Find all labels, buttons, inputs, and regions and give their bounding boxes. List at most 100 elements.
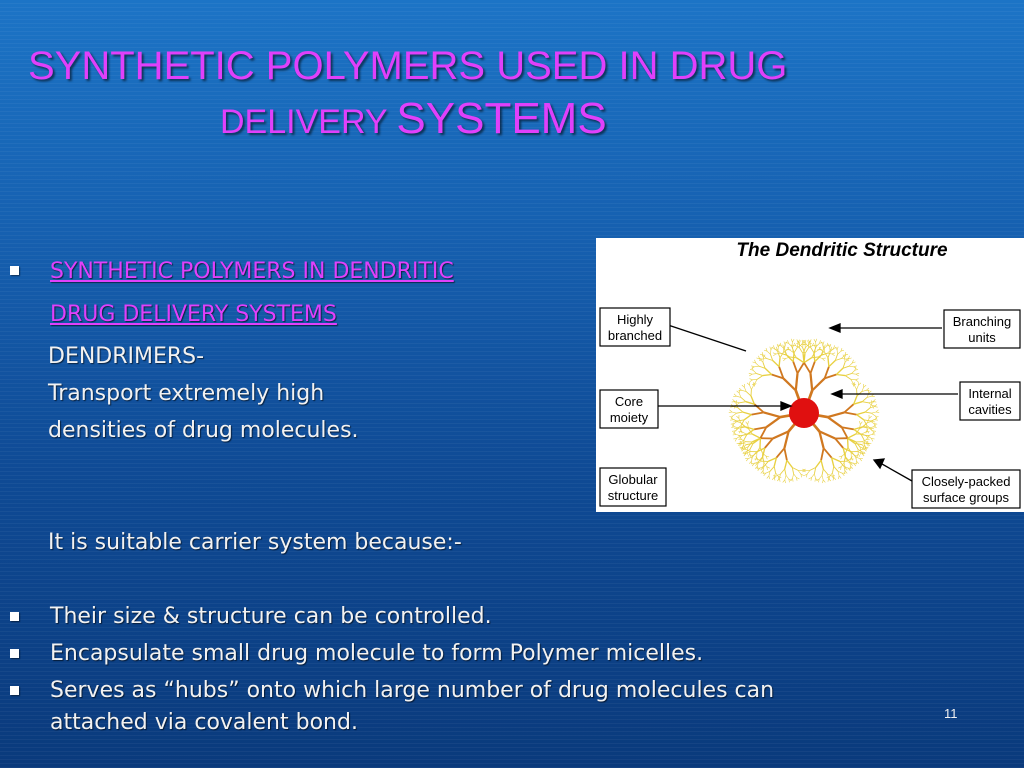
dendrimer-branch bbox=[790, 344, 793, 348]
figure-title: The Dendritic Structure bbox=[736, 240, 948, 261]
bullet-item-encapsulate: Encapsulate small drug molecule to form … bbox=[50, 641, 704, 666]
dendrimer-branch bbox=[871, 421, 876, 423]
dendrimer-branch bbox=[869, 403, 872, 409]
dendrimer-branch bbox=[739, 387, 742, 391]
dendrimer-branch bbox=[873, 423, 876, 427]
dendrimer-branch bbox=[733, 393, 737, 397]
dendrimer-branch bbox=[762, 373, 772, 377]
dendrimer-branch bbox=[839, 461, 845, 467]
dendrimer-branch bbox=[741, 447, 744, 451]
dendrimer-branch bbox=[809, 339, 812, 343]
dendrimer-branch bbox=[793, 473, 797, 478]
dendrimer-branch bbox=[792, 473, 794, 479]
dendrimer-branch bbox=[773, 466, 776, 473]
dendrimer-branch bbox=[791, 467, 795, 474]
dendrimer-branch bbox=[729, 409, 733, 413]
arrow-head bbox=[830, 389, 843, 399]
dendrimer-branch bbox=[871, 434, 876, 436]
dendrimer-branch bbox=[822, 468, 828, 475]
dendrimer-branch bbox=[871, 401, 875, 404]
label-branching-units-1: Branching bbox=[953, 314, 1012, 329]
dendrimer-branch bbox=[833, 345, 835, 349]
dendrimer-branch bbox=[778, 476, 782, 479]
dendrimer-branch bbox=[771, 373, 784, 380]
dendrimer-branch bbox=[841, 473, 845, 476]
dendrimer-branch bbox=[765, 455, 770, 458]
dendrimer-branch bbox=[740, 429, 743, 434]
dendrimer-branch bbox=[823, 345, 827, 350]
arrow-head bbox=[828, 323, 841, 333]
dendrimer-branch bbox=[856, 411, 866, 416]
dendrimer-branch bbox=[784, 468, 787, 476]
dendrimer-branch bbox=[756, 457, 759, 461]
dendrimer-branch bbox=[763, 411, 781, 419]
dendrimer-branch bbox=[759, 466, 765, 469]
dendrimer-branch bbox=[838, 475, 840, 480]
dendrimer-branch bbox=[859, 446, 865, 449]
dendrimer-branch bbox=[730, 423, 735, 425]
dendrimer-branch bbox=[850, 451, 856, 457]
dendrimer-branch bbox=[842, 365, 850, 369]
dendrimer-branch bbox=[785, 342, 789, 344]
dendrimer-branch bbox=[787, 340, 789, 344]
heading-line-2[interactable]: DRUG DELIVERY SYSTEMS bbox=[50, 302, 337, 327]
dendrimer-branch bbox=[821, 352, 828, 356]
dendrimer-branch bbox=[838, 475, 842, 479]
dendrimer-branch bbox=[772, 430, 790, 440]
heading-line-1[interactable]: SYNTHETIC POLYMERS IN DENDRITIC bbox=[50, 259, 454, 284]
dendrimer-branch bbox=[843, 403, 855, 414]
dendrimer-branch bbox=[742, 444, 747, 448]
dendrimer-branch bbox=[827, 473, 832, 477]
dendrimer-branch bbox=[797, 470, 802, 475]
dendrimer-branch bbox=[762, 452, 767, 457]
dendrimer-branch bbox=[829, 347, 831, 352]
dendrimer-branch bbox=[859, 421, 861, 425]
dendrimer-branch bbox=[785, 475, 790, 480]
dendrimer-branch bbox=[847, 437, 857, 443]
dendrimer-branch bbox=[777, 347, 779, 352]
dendrimer-branch bbox=[739, 426, 746, 429]
dendrimer-branch bbox=[874, 404, 878, 407]
dendrimer-branch bbox=[743, 446, 749, 449]
dendrimer-branch bbox=[827, 473, 829, 479]
dendrimer-branch bbox=[784, 479, 786, 484]
dendrimer-branch bbox=[774, 348, 778, 351]
dendrimer-branch bbox=[740, 397, 747, 403]
dendrimer-branch bbox=[862, 401, 869, 404]
dendrimer-branch bbox=[814, 349, 819, 353]
dendrimer-branch bbox=[853, 365, 857, 368]
dendrimer-branch bbox=[752, 437, 761, 444]
dendrimer-branch bbox=[738, 390, 742, 392]
dendrimer-branch bbox=[764, 367, 773, 375]
dendrimer-branch bbox=[833, 477, 837, 480]
dendrimer-branch bbox=[792, 352, 797, 359]
dendrimer-branch bbox=[801, 339, 804, 344]
dendrimer-branch bbox=[751, 367, 754, 371]
dendrimer-branch bbox=[835, 367, 844, 375]
dendrimer-branch bbox=[822, 479, 824, 484]
dendritic-structure-figure: The Dendritic Structure Highly branched … bbox=[596, 238, 1024, 512]
dendrimer-branch bbox=[762, 447, 766, 457]
dendrimer-branch bbox=[764, 437, 774, 449]
dendrimer-branch bbox=[751, 385, 754, 390]
dendrimer-branch bbox=[740, 419, 745, 426]
dendrimers-label: DENDRIMERS- bbox=[48, 344, 205, 369]
dendrimer-branch bbox=[851, 383, 855, 386]
dendrimer-branch bbox=[809, 373, 814, 391]
dendrimer-branch bbox=[868, 401, 874, 404]
dendrimer-branch bbox=[737, 419, 745, 422]
dendrimer-branch bbox=[875, 415, 878, 420]
dendrimer-branch bbox=[873, 423, 878, 425]
dendrimer-branch bbox=[809, 342, 811, 348]
dendrimer-branch bbox=[746, 451, 748, 455]
arrow-head bbox=[780, 401, 793, 411]
dendrimer-branch bbox=[861, 453, 865, 457]
dendrimer-branch bbox=[872, 399, 876, 402]
dendrimer-branch bbox=[803, 473, 808, 476]
dendrimer-branch bbox=[838, 466, 842, 469]
label-internal-cavities-1: Internal bbox=[968, 386, 1011, 401]
dendrimer-branch bbox=[857, 451, 863, 454]
dendrimer-branch bbox=[749, 455, 754, 457]
dendrimer-branch bbox=[762, 467, 764, 471]
dendrimer-branch bbox=[751, 373, 757, 375]
